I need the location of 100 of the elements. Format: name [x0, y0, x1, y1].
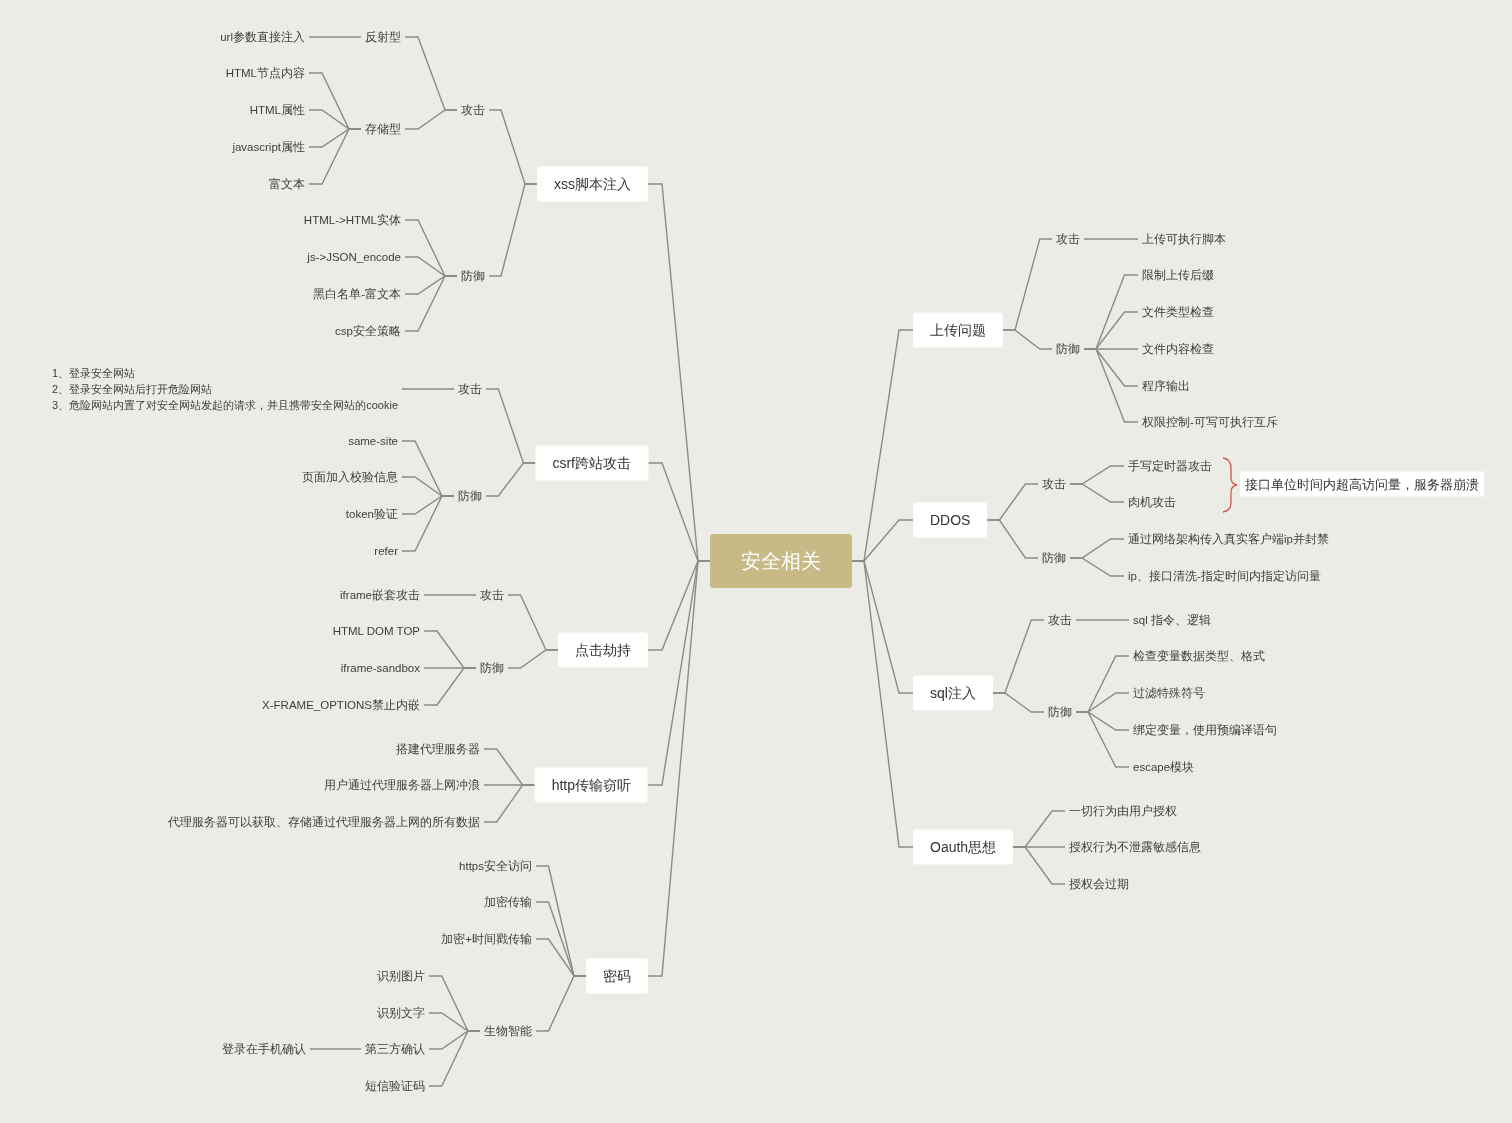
connector-line — [485, 462, 537, 497]
item-label: HTML DOM TOP — [328, 623, 424, 639]
topic-box: 点击劫持 — [558, 632, 648, 668]
item-label: escape模块 — [1129, 759, 1199, 775]
branch-label: 防御 — [457, 268, 489, 284]
item-label: 搭建代理服务器 — [392, 741, 484, 757]
item-label: sql 指令、逻辑 — [1129, 612, 1215, 628]
connector-line — [1075, 711, 1130, 768]
item-label: 生物智能 — [480, 1023, 536, 1039]
item-label: iframe-sandbox — [336, 660, 424, 676]
connector-line — [401, 495, 455, 552]
item-label: 短信验证码 — [361, 1078, 429, 1094]
connector-line — [488, 183, 538, 277]
branch-label: 攻击 — [1038, 476, 1070, 492]
item-label: https安全访问 — [455, 858, 536, 874]
central-topic-box: 安全相关 — [710, 534, 852, 588]
item-label: 识别文字 — [373, 1005, 429, 1021]
topic-box: http传输窃听 — [534, 767, 648, 803]
connector-line — [986, 519, 1039, 559]
item-label: 授权会过期 — [1065, 876, 1133, 892]
item-label: url参数直接注入 — [216, 29, 309, 45]
item-label: js->JSON_encode — [303, 249, 405, 265]
connector-line — [428, 1030, 481, 1087]
item-label: X-FRAME_OPTIONS禁止内嵌 — [258, 697, 424, 713]
topic-box: 密码 — [586, 958, 648, 994]
item-label: 用户通过代理服务器上网冲浪 — [320, 777, 484, 793]
topic-box: csrf跨站攻击 — [535, 445, 648, 481]
item-label: 手写定时器攻击 — [1124, 458, 1216, 474]
item-label: 文件类型检查 — [1138, 304, 1218, 320]
connector-line — [423, 594, 477, 596]
item-label: 过滤特殊符号 — [1129, 685, 1209, 701]
connector-line — [1069, 557, 1125, 577]
connector-line — [1002, 329, 1053, 350]
item-label: 授权行为不泄露敏感信息 — [1065, 839, 1205, 855]
item-label: 登录在手机确认 — [218, 1041, 310, 1057]
connector-line — [404, 109, 458, 130]
item-label: 存储型 — [361, 121, 405, 137]
connector-line — [404, 275, 458, 332]
item-label: 文件内容检查 — [1138, 341, 1218, 357]
connector-line — [507, 649, 559, 669]
item-label: csp安全策略 — [331, 323, 405, 339]
numbered-step: 2、登录安全网站后打开危险网站 — [52, 381, 398, 397]
topic-box: xss脚本注入 — [537, 166, 648, 202]
connector-line — [1069, 483, 1125, 503]
item-label: 权限控制-可写可执行互斥 — [1138, 414, 1282, 430]
item-label: same-site — [344, 433, 402, 449]
item-label: 一切行为由用户授权 — [1065, 803, 1181, 819]
branch-label: 防御 — [476, 660, 508, 676]
topic-box: 上传问题 — [913, 312, 1003, 348]
summary-box: 接口单位时间内超高访问量，服务器崩溃 — [1240, 471, 1484, 497]
item-label: 上传可执行脚本 — [1138, 231, 1230, 247]
item-label: iframe嵌套攻击 — [336, 587, 424, 603]
item-label: ip、接口清洗-指定时间内指定访问量 — [1124, 568, 1325, 584]
branch-label: 防御 — [1052, 341, 1084, 357]
connector-line — [851, 560, 914, 848]
topic-box: Oauth思想 — [913, 829, 1014, 865]
connector-line — [483, 784, 536, 823]
item-label: 反射型 — [361, 29, 405, 45]
connector-line — [401, 388, 455, 390]
numbered-step: 3、危险网站内置了对安全网站发起的请求，并且携带安全网站的cookie — [52, 397, 398, 413]
item-label: 加密+时间戳传输 — [437, 931, 536, 947]
connector-line — [1083, 348, 1139, 423]
branch-label: 攻击 — [1044, 612, 1076, 628]
branch-label: 攻击 — [1052, 231, 1084, 247]
connector-line — [535, 975, 587, 1032]
connector-line — [1012, 846, 1066, 885]
item-label: HTML属性 — [245, 102, 309, 118]
connector-line — [992, 692, 1045, 713]
topic-box: sql注入 — [913, 675, 993, 711]
item-label: 肉机攻击 — [1124, 494, 1180, 510]
item-label: HTML节点内容 — [221, 65, 309, 81]
item-label: 加密传输 — [480, 894, 536, 910]
item-label: refer — [370, 543, 402, 559]
branch-label: 防御 — [1044, 704, 1076, 720]
item-label: 通过网络架构传入真实客户端ip并封禁 — [1124, 531, 1333, 547]
branch-label: 攻击 — [476, 587, 508, 603]
item-label: 代理服务器可以获取、存储通过代理服务器上网的所有数据 — [164, 814, 484, 830]
item-label: HTML->HTML实体 — [299, 212, 405, 228]
branch-label: 防御 — [454, 488, 486, 504]
connector-line — [1075, 619, 1130, 621]
item-label: 绑定变量，使用预编译语句 — [1129, 722, 1281, 738]
item-label: 页面加入校验信息 — [298, 469, 402, 485]
branch-label: 攻击 — [457, 102, 489, 118]
connector-line — [1083, 238, 1139, 240]
item-label: 限制上传后缀 — [1138, 267, 1218, 283]
item-label: javascript属性 — [228, 139, 309, 155]
branch-label: 攻击 — [454, 381, 486, 397]
topic-box: DDOS — [913, 502, 988, 538]
connector-line — [308, 128, 362, 185]
item-label: 识别图片 — [373, 968, 429, 984]
connector-line — [309, 1048, 362, 1050]
connector-line — [308, 36, 362, 38]
item-label: 黑白名单-富文本 — [309, 286, 405, 302]
branch-label: 防御 — [1038, 550, 1070, 566]
item-label: 第三方确认 — [361, 1041, 429, 1057]
item-label: 富文本 — [265, 176, 309, 192]
item-label: 程序输出 — [1138, 378, 1194, 394]
numbered-step: 1、登录安全网站 — [52, 365, 398, 381]
item-label: token验证 — [341, 506, 402, 522]
item-label: 检查变量数据类型、格式 — [1129, 648, 1269, 664]
